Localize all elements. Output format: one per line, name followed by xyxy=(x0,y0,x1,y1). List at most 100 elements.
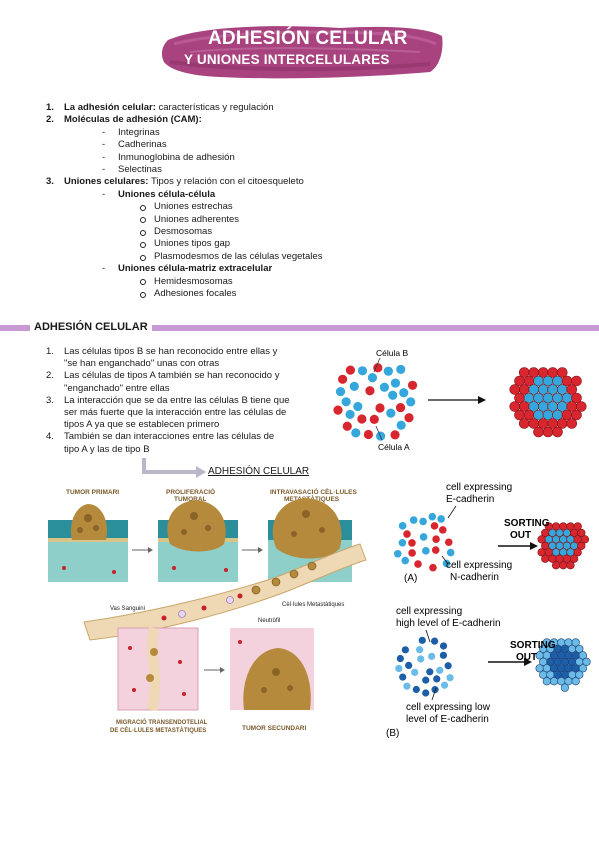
b-sorting-label-2: OUT xyxy=(516,652,537,663)
cell xyxy=(432,535,440,544)
cell xyxy=(428,512,437,521)
label-cell-b: Célula B xyxy=(376,348,408,358)
cell xyxy=(363,429,374,440)
cell xyxy=(549,677,559,686)
label-migracio-2: DE CÈL·LULES METASTÀTIQUES xyxy=(110,726,206,734)
arrow-head xyxy=(478,396,486,404)
cell xyxy=(411,668,419,676)
cell xyxy=(436,666,444,674)
b-sorted-cluster xyxy=(535,638,591,692)
cell xyxy=(428,652,436,660)
cell xyxy=(412,685,420,694)
outline-subitem: Integrinas xyxy=(118,126,160,138)
sorted-cell-cluster xyxy=(509,367,587,438)
cell xyxy=(422,547,430,555)
cell xyxy=(571,409,582,421)
a-sorting-label-2: OUT xyxy=(510,530,531,541)
outline-subsubitem: Adhesiones focales xyxy=(154,288,237,299)
cell xyxy=(575,644,584,654)
cell xyxy=(571,677,580,686)
circle-bullet xyxy=(140,217,146,224)
cell xyxy=(342,421,352,431)
cell xyxy=(345,409,355,420)
label-cell-a: Célula A xyxy=(378,442,410,452)
cell xyxy=(395,664,403,673)
cell xyxy=(404,413,414,423)
cell xyxy=(398,522,407,530)
a-sorting-label-1: SORTING xyxy=(504,518,550,529)
cell xyxy=(390,430,400,440)
a-panel-label: (A) xyxy=(404,573,417,584)
cell xyxy=(399,388,409,398)
outline-subsubitem: Uniones tipos gap xyxy=(154,238,231,250)
heading-proliferacio-2: TUMORAL xyxy=(174,496,207,503)
circle-bullet xyxy=(140,229,146,236)
cell xyxy=(437,515,445,523)
cell xyxy=(338,374,348,384)
panel-proliferation xyxy=(158,500,238,582)
cell xyxy=(552,426,563,438)
cell xyxy=(556,367,568,378)
dash-bullet: - xyxy=(102,164,106,175)
cell xyxy=(542,677,551,686)
cell xyxy=(430,637,439,645)
cell xyxy=(440,681,449,689)
cell xyxy=(409,516,418,524)
title-banner xyxy=(161,26,443,79)
heading-proliferacio-1: PROLIFERACIÓ xyxy=(166,487,215,496)
label-vas-sanguini: Vas Sanguini xyxy=(110,606,145,612)
cell xyxy=(542,426,554,438)
mixed-cell-cluster xyxy=(333,363,418,441)
cell xyxy=(357,414,367,424)
a-bottom-label-2: N-cadherin xyxy=(450,572,499,583)
cell xyxy=(379,382,390,392)
cell xyxy=(446,548,455,557)
cell xyxy=(417,655,425,663)
cell xyxy=(367,373,378,383)
cell xyxy=(416,646,424,654)
outline-item-1-bold: La adhesión celular: xyxy=(64,102,156,113)
point-line: "enganchado" entre ellas xyxy=(64,382,170,394)
cell xyxy=(408,539,416,547)
circle-bullet xyxy=(140,291,146,298)
b-panel-label: (B) xyxy=(386,728,399,739)
cell xyxy=(396,420,406,430)
label-tumor-secundari: TUMOR SECUNDARI xyxy=(242,725,306,732)
cell xyxy=(406,397,416,407)
cell xyxy=(396,364,406,375)
cadherin-sorting-figure: cell expressing E-cadherin SORTING OUT c… xyxy=(386,482,591,739)
outline-item-3-bold: Uniones celulares: xyxy=(64,176,149,188)
heading-tumor-primari: TUMOR PRIMARI xyxy=(66,489,119,496)
outline-subheading-cc: Uniones célula-célula xyxy=(118,188,216,200)
cell xyxy=(442,559,451,568)
panel-secondary-tumor xyxy=(230,628,314,710)
circle-bullet xyxy=(140,279,146,286)
point-number: 1. xyxy=(46,346,54,357)
cell xyxy=(407,380,418,390)
outline-item-2-bold: Moléculas de adhesión (CAM): xyxy=(64,114,202,126)
cell xyxy=(335,386,346,397)
cell-sorting-figure: Célula B Célula A xyxy=(333,348,587,452)
cell xyxy=(578,651,588,660)
dash-bullet: - xyxy=(102,151,106,163)
cell xyxy=(571,392,582,404)
cell xyxy=(560,683,569,692)
b-bottom-label-2: level of E-cadherin xyxy=(406,714,489,725)
cell xyxy=(566,418,578,429)
point-line: También se dan interacciones entre las c… xyxy=(64,431,275,443)
hook-arrow xyxy=(142,458,206,478)
cell xyxy=(418,636,426,644)
panel-transendothelial-migration xyxy=(117,626,199,712)
points-list: 1. Las células tipos B se han reconocido… xyxy=(0,346,310,458)
point-line: Las células tipos B se han reconocido en… xyxy=(64,346,278,357)
point-line: "se han enganchado" unas con otras xyxy=(64,358,220,370)
cell xyxy=(399,673,407,681)
outline-subitem: Inmunoglobina de adhesión xyxy=(118,151,235,163)
cell xyxy=(365,386,375,396)
cell xyxy=(349,381,359,391)
point-line: tipos A ya que se establecen primero xyxy=(64,419,220,431)
cell xyxy=(551,561,561,570)
heading-intravasacio-2: METASTÀTIQUES xyxy=(284,494,340,503)
a-sorted-cluster xyxy=(537,522,590,570)
cell xyxy=(439,651,448,659)
